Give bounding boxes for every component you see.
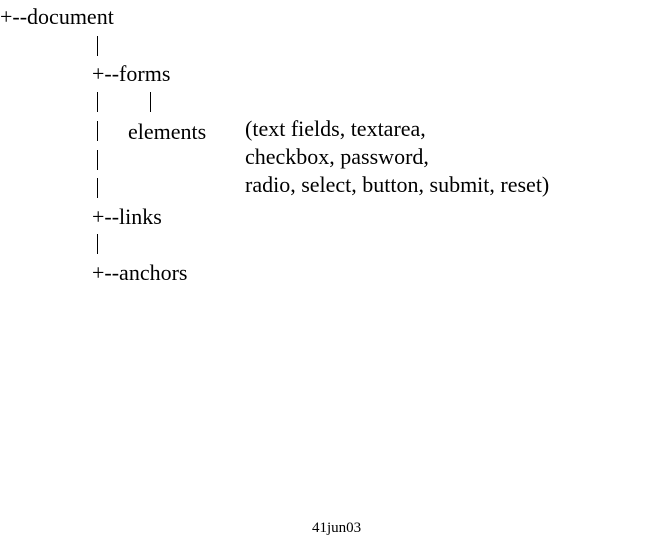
connector-forms-links-3 [97,150,98,170]
node-elements: elements [128,119,207,144]
elements-note-line-3: radio, select, button, submit, reset) [245,172,550,197]
node-links: +--links [92,204,162,229]
node-document: +--document [0,4,114,29]
node-forms: +--forms [92,61,171,86]
footer-date: 41jun03 [312,520,362,536]
connector-forms-links-1 [97,92,98,112]
connector-links-anchors [97,234,98,254]
connector-forms-links-2 [97,121,98,141]
node-anchors: +--anchors [92,260,188,285]
connector-forms-elements [150,92,151,112]
elements-note-line-2: checkbox, password, [245,144,429,169]
connector-document-forms [97,36,98,56]
elements-note-line-1: (text fields, textarea, [245,116,426,141]
connector-forms-links-4 [97,178,98,198]
